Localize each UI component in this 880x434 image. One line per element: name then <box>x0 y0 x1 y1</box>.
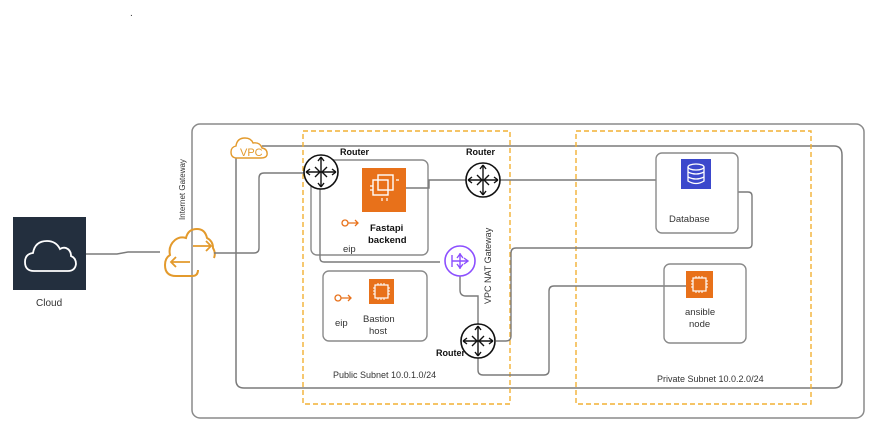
ansible-label-line1: ansible <box>685 307 715 318</box>
cloud-to-igw-line <box>86 251 160 255</box>
router-to-ansible-line <box>477 285 686 376</box>
bastion-label-line2: host <box>369 326 387 337</box>
vpc-label: VPC <box>240 147 263 159</box>
cloud-label: Cloud <box>36 298 62 309</box>
ansible-box[interactable] <box>663 263 747 344</box>
nat-gateway-icon[interactable] <box>444 245 476 277</box>
database-box[interactable] <box>655 152 739 234</box>
database-to-nat-line <box>496 191 753 342</box>
router-to-eip-line <box>319 188 440 263</box>
ec2-instance-icon <box>686 271 713 298</box>
ec2-instance-icon <box>362 168 406 212</box>
ec2-instance-icon <box>369 279 394 304</box>
fastapi-label-line1: Fastapi <box>370 223 403 234</box>
dot-mark: . <box>130 8 133 19</box>
vpc-cloud-icon <box>230 137 268 159</box>
elastic-ip-icon <box>334 294 352 302</box>
bastion-label-line1: Bastion <box>363 314 395 325</box>
router-label-3: Router <box>436 348 465 358</box>
router-icon[interactable] <box>303 154 339 190</box>
igw-to-router-line <box>214 172 304 254</box>
router-icon[interactable] <box>465 162 501 198</box>
cloud-icon <box>24 240 77 272</box>
bastion-eip-label: eip <box>335 318 348 329</box>
private-subnet-label: Private Subnet 10.0.2.0/24 <box>657 374 764 384</box>
ansible-label-line2: node <box>689 319 710 330</box>
private-subnet-box <box>575 130 812 405</box>
bastion-box[interactable] <box>322 270 428 342</box>
database-cylinder-glyph <box>687 163 705 185</box>
router-label-1: Router <box>340 147 369 157</box>
fastapi-box[interactable] <box>310 159 429 256</box>
internet-gateway-label: Internet Gateway <box>178 159 187 220</box>
fastapi-eip-label: eip <box>343 244 356 255</box>
public-subnet-label: Public Subnet 10.0.1.0/24 <box>333 370 436 380</box>
cloud-box[interactable] <box>13 217 86 290</box>
fastapi-to-router-line <box>406 179 466 189</box>
nat-to-router-line <box>459 276 479 325</box>
outer-frame <box>191 123 865 419</box>
elastic-ip-icon <box>341 219 359 227</box>
internet-gateway-icon[interactable] <box>163 227 216 277</box>
nat-gateway-label: VPC NAT Gateway <box>483 227 493 304</box>
router-label-2: Router <box>466 147 495 157</box>
router-icon[interactable] <box>460 323 496 359</box>
database-label: Database <box>669 214 710 225</box>
vpc-boundary-line <box>235 145 843 389</box>
fastapi-label-line2: backend <box>368 235 407 246</box>
